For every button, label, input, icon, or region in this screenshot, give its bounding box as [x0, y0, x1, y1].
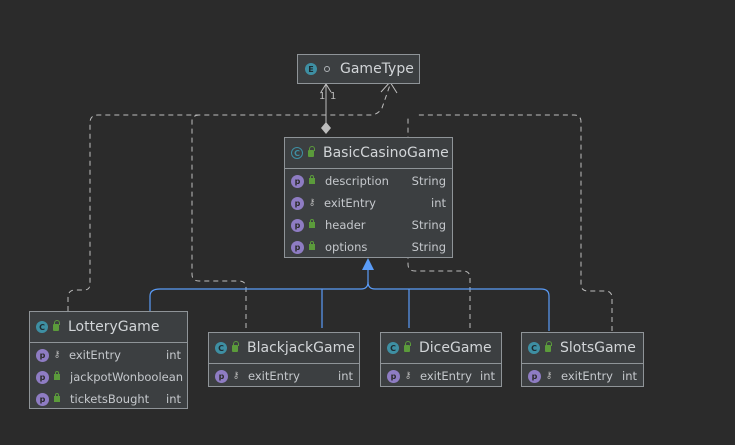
- enum-icon: E: [305, 63, 317, 75]
- field-row[interactable]: p description String: [285, 170, 452, 192]
- composition-arrowhead: [320, 83, 332, 93]
- enum-title: GameType: [340, 61, 414, 77]
- unlock-icon: [545, 340, 552, 352]
- field-row[interactable]: p ⚷ exitEntry int: [285, 192, 452, 214]
- class-slotsgame[interactable]: C SlotsGame p ⚷ exitEntry int: [521, 332, 644, 387]
- property-icon: p: [291, 174, 304, 188]
- property-icon: p: [36, 392, 49, 406]
- class-title: LotteryGame: [68, 319, 160, 335]
- field-name: exitEntry: [420, 369, 472, 383]
- field-row[interactable]: p jackpotWon boolean: [30, 366, 187, 388]
- field-row[interactable]: p ⚷ exitEntry int: [30, 344, 187, 366]
- property-icon: p: [291, 218, 304, 232]
- unlock-icon: [309, 175, 315, 184]
- property-icon: p: [528, 369, 541, 383]
- visibility-dot-icon: [324, 66, 330, 72]
- field-list: p ⚷ exitEntry int p jackpotWon boolean p…: [30, 343, 187, 411]
- field-type: int: [480, 369, 495, 383]
- key-icon: ⚷: [308, 198, 316, 208]
- field-row[interactable]: p options String: [285, 236, 452, 258]
- class-title: BasicCasinoGame: [323, 145, 449, 161]
- field-list: p description String p ⚷ exitEntry int p…: [285, 169, 452, 259]
- field-list: p ⚷ exitEntry int: [381, 364, 501, 388]
- multiplicity-target: 1: [330, 91, 336, 102]
- property-icon: p: [291, 196, 304, 210]
- field-name: ticketsBought: [70, 392, 150, 406]
- field-type: int: [166, 392, 181, 406]
- property-icon: p: [36, 348, 49, 362]
- field-row[interactable]: p header String: [285, 214, 452, 236]
- unlock-icon: [309, 241, 315, 250]
- field-type: int: [166, 348, 181, 362]
- unlock-icon: [54, 371, 60, 380]
- field-row[interactable]: p ⚷ exitEntry int: [209, 365, 359, 387]
- key-icon: ⚷: [545, 371, 553, 381]
- field-name: exitEntry: [248, 369, 300, 383]
- property-icon: p: [36, 370, 49, 384]
- class-icon: C: [528, 342, 540, 354]
- field-type: String: [411, 174, 446, 188]
- unlock-icon: [404, 340, 411, 352]
- class-blackjackgame[interactable]: C BlackjackGame p ⚷ exitEntry int: [208, 332, 360, 387]
- field-name: exitEntry: [561, 369, 613, 383]
- field-row[interactable]: p ⚷ exitEntry int: [522, 365, 643, 387]
- class-title: SlotsGame: [560, 340, 636, 356]
- class-title: DiceGame: [419, 340, 492, 356]
- property-icon: p: [387, 369, 400, 383]
- key-icon: ⚷: [53, 350, 61, 360]
- class-title: BlackjackGame: [247, 340, 355, 356]
- field-list: p ⚷ exitEntry int: [522, 364, 643, 388]
- class-dicegame[interactable]: C DiceGame p ⚷ exitEntry int: [380, 332, 502, 387]
- class-basiccasinogame[interactable]: C BasicCasinoGame p description String p…: [284, 137, 453, 258]
- field-name: options: [325, 240, 368, 254]
- dependency-slots: [415, 114, 613, 331]
- composition-diamond: [321, 122, 331, 134]
- field-name: header: [325, 218, 366, 232]
- property-icon: p: [291, 240, 304, 254]
- dependency-dice: [407, 115, 471, 328]
- field-type: int: [338, 369, 353, 383]
- field-type: String: [411, 218, 446, 232]
- class-icon: C: [36, 321, 48, 333]
- inheritance-right: [367, 281, 550, 331]
- property-icon: p: [215, 369, 228, 383]
- unlock-icon: [308, 145, 315, 157]
- dependency-blackjack: [191, 114, 247, 328]
- unlock-icon: [53, 319, 60, 331]
- field-type: boolean: [137, 370, 184, 384]
- field-list: p ⚷ exitEntry int: [209, 364, 359, 388]
- field-type: String: [411, 240, 446, 254]
- field-type: int: [431, 196, 446, 210]
- key-icon: ⚷: [232, 371, 240, 381]
- dependency-lottery: [67, 84, 391, 311]
- unlock-icon: [232, 340, 239, 352]
- unlock-icon: [54, 393, 60, 402]
- field-name: jackpotWon: [70, 370, 138, 384]
- field-name: exitEntry: [69, 348, 121, 362]
- class-icon: C: [387, 342, 399, 354]
- field-type: int: [622, 369, 637, 383]
- key-icon: ⚷: [404, 371, 412, 381]
- field-name: exitEntry: [324, 196, 376, 210]
- class-icon: C: [215, 342, 227, 354]
- inheritance-arrowhead: [362, 258, 374, 270]
- class-lotterygame[interactable]: C LotteryGame p ⚷ exitEntry int p jackpo…: [29, 311, 188, 409]
- field-row[interactable]: p ⚷ exitEntry int: [381, 365, 501, 387]
- field-row[interactable]: p ticketsBought int: [30, 388, 187, 410]
- inheritance-trunk: [149, 270, 369, 311]
- abstract-class-icon: C: [291, 147, 303, 159]
- field-name: description: [325, 174, 389, 188]
- multiplicity-source: 1: [319, 91, 325, 102]
- unlock-icon: [309, 219, 315, 228]
- enum-gametype[interactable]: E GameType: [297, 54, 420, 84]
